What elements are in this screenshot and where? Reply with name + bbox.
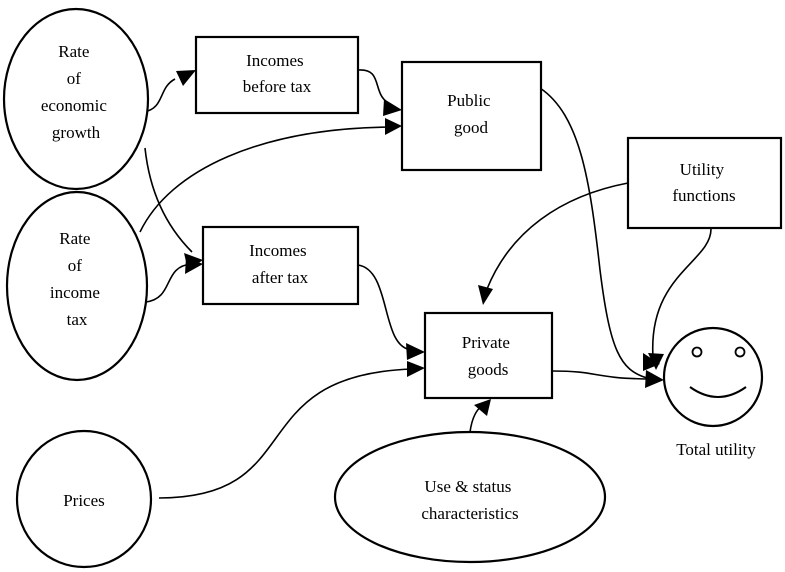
edge-growth-to-incomes-after xyxy=(144,147,193,253)
edge-public-good-to-total-utility xyxy=(539,87,648,379)
arrowhead-public-good-upper xyxy=(383,99,402,116)
node-label: Incomes before tax xyxy=(243,51,312,96)
node-label: Incomes after tax xyxy=(249,241,311,287)
smiley-mouth xyxy=(689,386,747,398)
arrow-heads xyxy=(176,70,664,416)
arrowhead-private-goods-left-upper xyxy=(406,343,425,360)
node-utility-functions: Utility functions xyxy=(626,136,783,230)
node-public-good: Public good xyxy=(400,60,543,172)
edge-incomes-after-to-private-goods xyxy=(357,264,413,351)
edge-incomes-before-to-public-good xyxy=(357,69,393,106)
arrowhead-public-good-lower xyxy=(385,118,402,135)
arrowhead-total-utility-top xyxy=(648,353,664,370)
node-rate-of-economic-growth: Rate of economic growth xyxy=(2,7,150,191)
total-utility-label: Total utility xyxy=(676,440,756,459)
arrowhead-private-goods-left-lower xyxy=(407,361,425,377)
arrowhead-total-utility-left xyxy=(645,370,664,388)
node-label: Rate of income tax xyxy=(50,229,104,329)
smiley-right-eye xyxy=(734,346,746,358)
node-private-goods: Private goods xyxy=(423,311,554,400)
node-label: Prices xyxy=(63,491,105,510)
node-label: Private goods xyxy=(462,333,514,379)
node-use-status-characteristics: Use & status characteristics xyxy=(333,430,607,564)
node-label: Use & status characteristics xyxy=(421,477,518,523)
edge-income-tax-to-incomes-after xyxy=(145,263,193,303)
edge-private-goods-to-total-utility xyxy=(551,370,649,380)
node-prices: Prices xyxy=(15,429,153,569)
edge-utility-functions-to-private-goods xyxy=(486,182,629,290)
node-incomes-after-tax: Incomes after tax xyxy=(201,225,360,306)
arrowhead-private-goods-bottom xyxy=(474,399,491,416)
edge-prices-to-private-goods xyxy=(158,368,413,499)
arrowhead-private-goods-top xyxy=(478,285,493,305)
node-rate-of-income-tax: Rate of income tax xyxy=(5,190,149,382)
node-incomes-before-tax: Incomes before tax xyxy=(194,35,360,115)
node-label: Rate of economic growth xyxy=(41,42,111,142)
arrowhead-incomes-after-lower xyxy=(185,257,203,274)
arrowhead-incomes-before xyxy=(176,70,196,86)
arrowhead-total-utility-top-left xyxy=(643,353,660,371)
edge-income-tax-to-public-good xyxy=(139,126,393,233)
node-label: Public good xyxy=(447,91,495,137)
edges xyxy=(139,69,712,499)
node-total-utility: Total utility xyxy=(662,326,764,459)
node-label: Utility functions xyxy=(672,160,735,205)
smiley-left-eye xyxy=(691,346,703,358)
smiley-face-icon xyxy=(662,326,764,428)
edge-utility-functions-to-total-utility xyxy=(652,228,712,358)
